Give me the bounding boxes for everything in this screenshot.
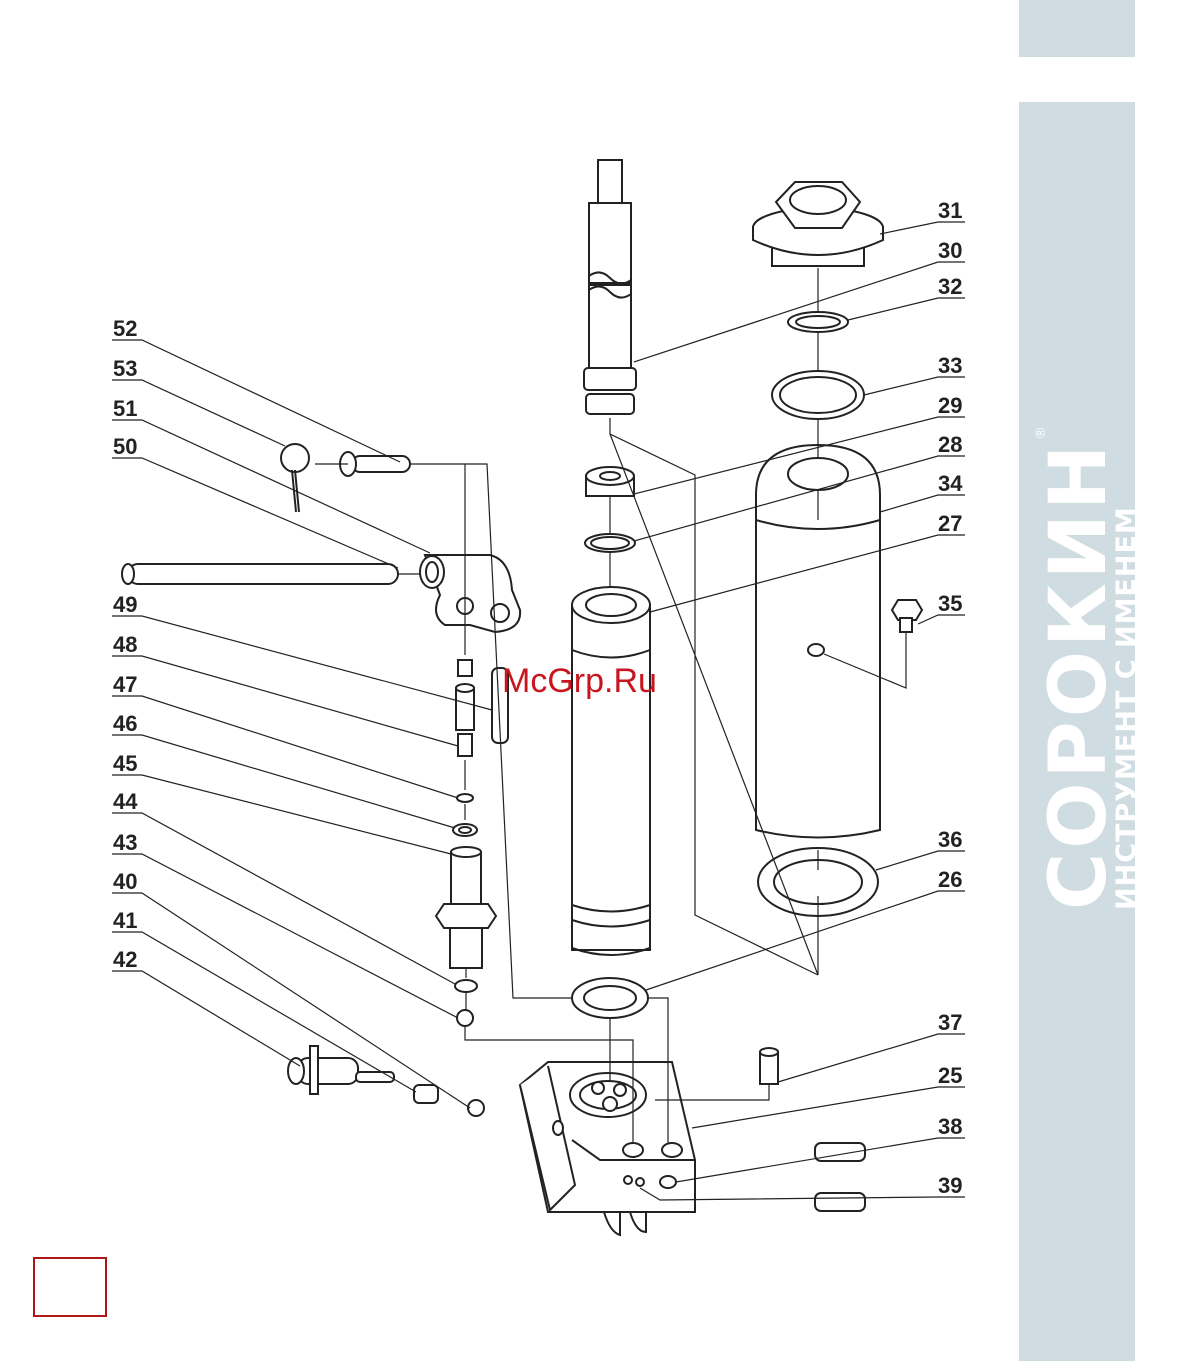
label-40: 40 <box>113 869 137 894</box>
label-31: 31 <box>938 198 962 223</box>
label-38: 38 <box>938 1114 962 1139</box>
jack-base <box>520 1062 695 1235</box>
label-45: 45 <box>113 751 137 776</box>
label-39: 39 <box>938 1173 962 1198</box>
label-28: 28 <box>938 432 962 457</box>
label-49: 49 <box>113 592 137 617</box>
label-53: 53 <box>113 356 137 381</box>
label-34: 34 <box>938 471 963 496</box>
ring-44-small <box>455 980 477 992</box>
ring-45-inner <box>459 827 471 833</box>
label-52: 52 <box>113 316 137 341</box>
pin-37 <box>760 1048 778 1084</box>
label-46: 46 <box>113 711 137 736</box>
label-48: 48 <box>113 632 137 657</box>
watermark-text: McGrp.Ru <box>502 662 657 701</box>
pump-plunger <box>456 660 474 756</box>
handle-socket <box>420 555 520 632</box>
label-35: 35 <box>938 591 962 616</box>
label-42: 42 <box>113 947 137 972</box>
label-33: 33 <box>938 353 962 378</box>
ring-46 <box>457 794 473 802</box>
ball-43 <box>457 1010 473 1026</box>
label-36: 36 <box>938 827 962 852</box>
bushing-41 <box>414 1085 438 1103</box>
label-37: 37 <box>938 1010 962 1035</box>
handle-bar <box>122 564 398 584</box>
label-41: 41 <box>113 908 137 933</box>
top-nut <box>753 182 883 266</box>
label-29: 29 <box>938 393 962 418</box>
pump-cylinder <box>436 847 496 968</box>
piston-rod <box>584 160 636 414</box>
label-51: 51 <box>113 396 137 421</box>
ring-28-inner <box>591 537 629 549</box>
ring-26-inner <box>584 986 636 1010</box>
label-47: 47 <box>113 672 137 697</box>
ball-40 <box>468 1100 484 1116</box>
plug-39 <box>815 1193 865 1211</box>
label-50: 50 <box>113 434 137 459</box>
pin-52 <box>340 452 410 476</box>
clip-53 <box>281 444 309 512</box>
label-26: 26 <box>938 867 962 892</box>
label-27: 27 <box>938 511 962 536</box>
label-43: 43 <box>113 830 137 855</box>
label-44: 44 <box>113 789 138 814</box>
seal-ring-32-inner <box>796 316 840 328</box>
inner-cylinder <box>572 587 650 955</box>
bushing-29 <box>586 467 634 496</box>
label-32: 32 <box>938 274 962 299</box>
o-ring-33-inner <box>780 377 856 413</box>
label-30: 30 <box>938 238 962 263</box>
label-25: 25 <box>938 1063 962 1088</box>
bolt-35 <box>892 600 922 632</box>
